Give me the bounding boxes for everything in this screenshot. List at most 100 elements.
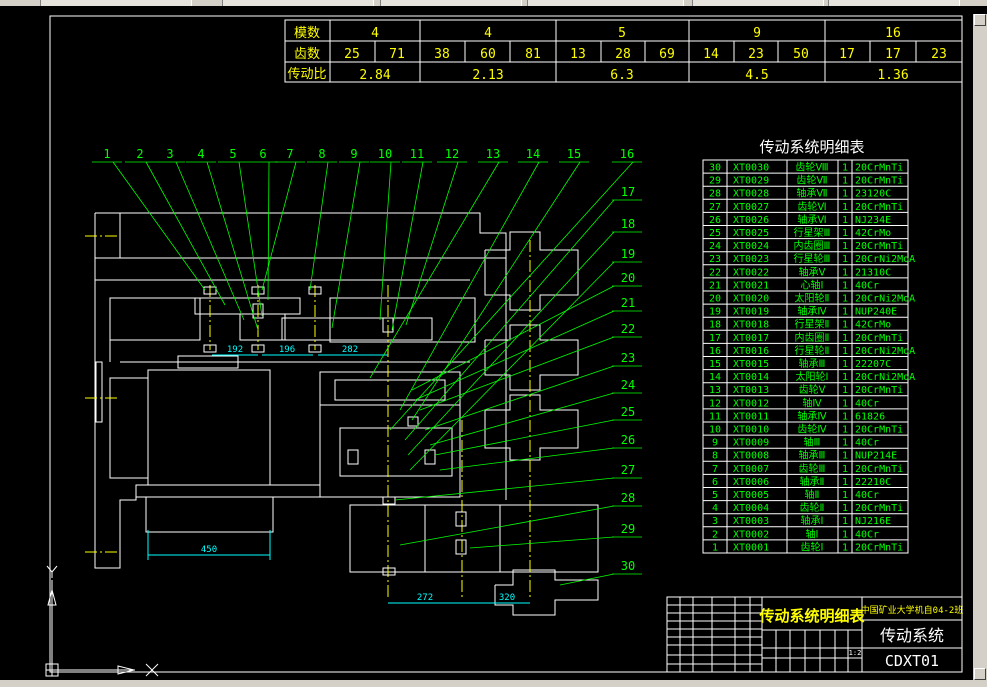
toolbar-field[interactable] xyxy=(40,0,192,6)
parts-list-cell: XT0017 xyxy=(733,333,769,344)
parts-list-cell: 行星架Ⅲ xyxy=(794,226,831,239)
parts-list-cell: 2 xyxy=(712,529,718,540)
speed-table-module: 16 xyxy=(885,26,901,41)
parts-list-cell: 61826 xyxy=(855,411,885,422)
parts-list-cell: 轴承Ⅱ xyxy=(800,475,825,488)
parts-list-cell: 22210C xyxy=(855,477,891,488)
balloon-19: 19 xyxy=(621,247,635,261)
balloon-17: 17 xyxy=(621,185,635,199)
parts-list-cell: 20CrMnTi xyxy=(855,163,903,174)
parts-list-cell: 12 xyxy=(709,398,721,409)
bearing-markers xyxy=(203,286,467,576)
parts-list-cell: 行星轮Ⅱ xyxy=(795,344,830,357)
parts-list-cell: 40Cr xyxy=(855,490,879,501)
parts-list-cell: NUP214E xyxy=(855,451,897,462)
parts-list-cell: 20CrMnTi xyxy=(855,542,903,553)
parts-list-cell: 1 xyxy=(842,359,848,370)
balloon-5: 5 xyxy=(229,147,236,161)
parts-list-cell: 40Cr xyxy=(855,529,879,540)
horizontal-scrollbar[interactable] xyxy=(0,680,987,687)
parts-list-cell: 1 xyxy=(842,438,848,449)
balloon-2: 2 xyxy=(136,147,143,161)
parts-list-cell: 1 xyxy=(842,425,848,436)
parts-list-cell: NJ234E xyxy=(855,215,891,226)
dimension-320: 320 xyxy=(499,593,515,603)
balloon-30: 30 xyxy=(621,559,635,573)
title-block-scale: 1:2 xyxy=(849,649,862,657)
parts-list-cell: XT0010 xyxy=(733,425,769,436)
parts-list-cell: 1 xyxy=(842,411,848,422)
parts-list-cell: 1 xyxy=(842,385,848,396)
balloon-4: 4 xyxy=(197,147,204,161)
parts-list-cell: NJ216E xyxy=(855,516,891,527)
balloon-13: 13 xyxy=(486,147,500,161)
speed-table-teeth: 25 xyxy=(344,47,360,62)
parts-list-cell: 20CrNi2MoA xyxy=(855,254,915,265)
parts-list-cell: 8 xyxy=(712,451,718,462)
scroll-down-button[interactable] xyxy=(974,668,986,680)
parts-list-cell: 轴承Ⅰ xyxy=(801,514,824,527)
toolbar-field[interactable] xyxy=(222,0,374,6)
parts-list-cell: XT0007 xyxy=(733,464,769,475)
speed-table-teeth: 23 xyxy=(748,47,764,62)
parts-list-cell: 16 xyxy=(709,346,721,357)
parts-list-cell: 1 xyxy=(842,372,848,383)
parts-list-table xyxy=(702,159,909,554)
parts-list-cell: 14 xyxy=(709,372,721,383)
parts-list-cell: XT0016 xyxy=(733,346,769,357)
parts-list-cell: 1 xyxy=(842,294,848,305)
parts-list-cell: XT0009 xyxy=(733,438,769,449)
parts-list-cell: 1 xyxy=(842,176,848,187)
parts-list-cell: 11 xyxy=(709,411,721,422)
dimension-272: 272 xyxy=(417,593,433,603)
vertical-scrollbar[interactable] xyxy=(973,14,987,680)
toolbar-field[interactable] xyxy=(828,0,960,6)
parts-list-cell: 26 xyxy=(709,215,721,226)
balloon-29: 29 xyxy=(621,522,635,536)
balloon-26: 26 xyxy=(621,433,635,447)
parts-list-cell: 1 xyxy=(842,189,848,200)
speed-table-ratio: 6.3 xyxy=(610,68,633,83)
parts-list-cell: 1 xyxy=(842,542,848,553)
parts-list-cell: 1 xyxy=(842,163,848,174)
parts-list-cell: 心轴Ⅰ xyxy=(801,278,824,291)
parts-list-cell: XT0008 xyxy=(733,451,769,462)
parts-list-cell: 1 xyxy=(842,254,848,265)
balloon-7: 7 xyxy=(286,147,293,161)
parts-list-cell: 29 xyxy=(709,176,721,187)
toolbar-field[interactable] xyxy=(527,0,684,6)
parts-list-cell: 22207C xyxy=(855,359,891,370)
scroll-up-button[interactable] xyxy=(974,14,986,26)
toolbar-field[interactable] xyxy=(380,0,522,6)
dimension-196: 196 xyxy=(279,345,295,355)
parts-list-cell: 1 xyxy=(842,333,848,344)
balloon-16: 16 xyxy=(620,147,634,161)
speed-table-teeth: 81 xyxy=(525,47,541,62)
balloon-3: 3 xyxy=(166,147,173,161)
parts-list-cell: 3 xyxy=(712,516,718,527)
parts-list-cell: 17 xyxy=(709,333,721,344)
dimension-282: 282 xyxy=(342,345,358,355)
parts-list-cell: 轴承Ⅲ xyxy=(799,357,826,370)
balloon-8: 8 xyxy=(318,147,325,161)
parts-list-cell: 1 xyxy=(842,320,848,331)
parts-list-title: 传动系统明细表 xyxy=(759,138,864,156)
parts-list-cell: 内齿圈Ⅲ xyxy=(794,239,831,252)
balloon-28: 28 xyxy=(621,491,635,505)
parts-list-cell: 轴承Ⅳ xyxy=(797,305,827,318)
parts-list-cell: XT0027 xyxy=(733,202,769,213)
speed-ratio-table xyxy=(284,19,963,83)
title-block-drawing-title: 传动系统明细表 xyxy=(758,607,865,625)
toolbar-field[interactable] xyxy=(692,0,824,6)
speed-table-module: 4 xyxy=(371,26,379,41)
title-block xyxy=(666,596,963,673)
parts-list-cell: 轴承Ⅶ xyxy=(796,187,827,200)
ucs-icon xyxy=(45,565,159,677)
speed-table-teeth: 14 xyxy=(703,47,719,62)
parts-list-cell: NUP240E xyxy=(855,307,897,318)
parts-list-cell: 1 xyxy=(842,451,848,462)
parts-list-cell: XT0024 xyxy=(733,241,769,252)
parts-list-cell: 轴承Ⅵ xyxy=(797,213,826,226)
parts-list-cell: 轴Ⅰ xyxy=(806,527,819,540)
